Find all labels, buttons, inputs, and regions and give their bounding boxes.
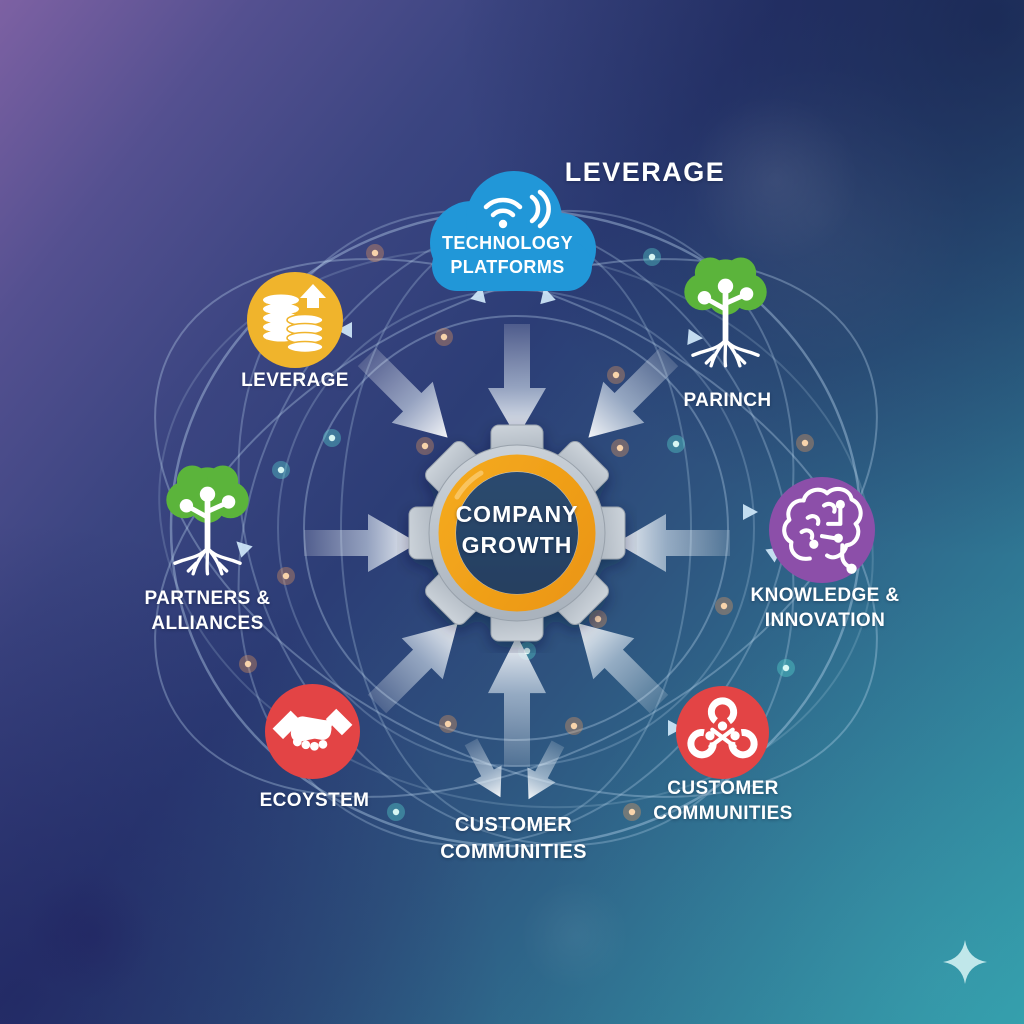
- coin-stack-growth-icon: [247, 272, 343, 368]
- gear-icon: [408, 424, 626, 642]
- node-customer-communities: [676, 686, 769, 779]
- node-knowledge-innovation: [769, 477, 875, 583]
- cloud-shape: [430, 171, 596, 291]
- center-line2: GROWTH: [461, 532, 573, 558]
- handshake-icon: [265, 684, 360, 779]
- inward-arrows: [304, 324, 730, 800]
- node-parinch: [668, 250, 783, 380]
- diagram-title: LEVERAGE: [564, 157, 726, 187]
- node-ecosystem: [265, 684, 360, 779]
- tree-roots-icon: [166, 465, 249, 576]
- node-technology-platforms: TECHNOLOGY PLATFORMS: [408, 163, 613, 313]
- wifi-signal-icon: [483, 189, 551, 229]
- sparkle-star-icon: [943, 940, 987, 984]
- node-parinch-label: PARINCH: [683, 390, 772, 411]
- node-partners-alliances: [150, 458, 265, 588]
- node-leverage-label: LEVERAGE: [241, 370, 349, 391]
- node-ecosystem-label: ECOYSTEM: [259, 790, 370, 811]
- bottom-customer-communities-label: CUSTOMER COMMUNITIES: [440, 814, 587, 863]
- center-hub-label: COMPANY GROWTH: [430, 499, 604, 561]
- node-leverage: [247, 272, 343, 368]
- cloud-wifi-icon: [430, 171, 596, 291]
- tree-roots-icon: [684, 257, 767, 368]
- node-customer-communities-label: CUSTOMER COMMUNITIES: [653, 778, 793, 824]
- node-technology-platforms-label: TECHNOLOGY PLATFORMS: [441, 233, 573, 277]
- node-knowledge-innovation-label: KNOWLEDGE & INNOVATION: [750, 585, 900, 631]
- brain-circuit-icon: [769, 477, 875, 583]
- community-rings-icon: [676, 686, 769, 779]
- center-hub: [397, 413, 637, 653]
- glow-nodes: [239, 244, 814, 821]
- center-line1: COMPANY: [455, 501, 579, 527]
- node-partners-alliances-label: PARTNERS & ALLIANCES: [144, 588, 271, 634]
